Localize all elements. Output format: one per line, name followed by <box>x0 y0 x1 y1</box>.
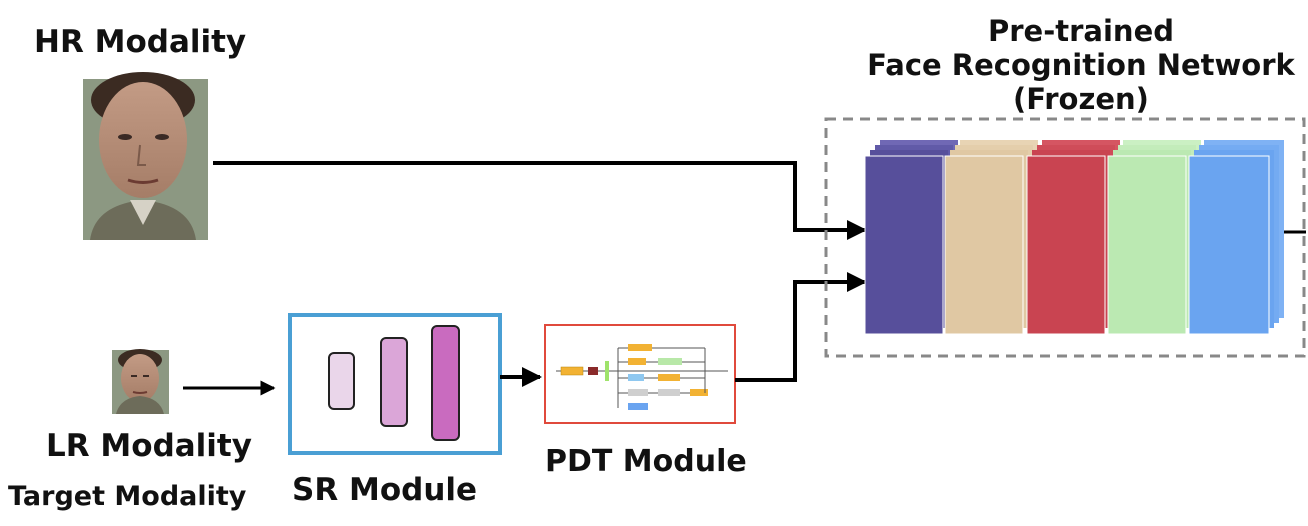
hr-modality-label: HR Modality <box>34 24 247 60</box>
target-modality-label: Target Modality <box>8 481 247 512</box>
pdt-module-box <box>544 324 736 424</box>
network-layer-1 <box>864 140 958 335</box>
lr-modality-label: LR Modality <box>46 428 252 464</box>
frn-title-line3: (Frozen) <box>1013 82 1149 116</box>
network-layer-2 <box>944 140 1038 335</box>
face-recognition-network-title: Pre-trained Face Recognition Network (Fr… <box>850 14 1308 116</box>
lr-face-image <box>112 349 169 414</box>
pdt-module-label: PDT Module <box>545 444 747 479</box>
network-layer-3 <box>1026 140 1120 335</box>
hr-to-network-arrow <box>213 161 867 240</box>
sr-module-label: SR Module <box>292 472 478 508</box>
hr-face-image <box>83 72 208 240</box>
network-layer-5 <box>1188 140 1284 335</box>
frn-title-line1: Pre-trained <box>987 14 1174 48</box>
sr-layer-2 <box>380 337 408 427</box>
sr-module-box <box>288 313 502 455</box>
pdt-to-network-arrow <box>735 272 867 382</box>
frn-title-line2: Face Recognition Network <box>867 48 1295 82</box>
sr-layer-3 <box>431 325 460 441</box>
network-layer-4 <box>1107 140 1201 335</box>
sr-layer-1 <box>328 352 355 410</box>
frozen-network-box <box>824 117 1306 358</box>
